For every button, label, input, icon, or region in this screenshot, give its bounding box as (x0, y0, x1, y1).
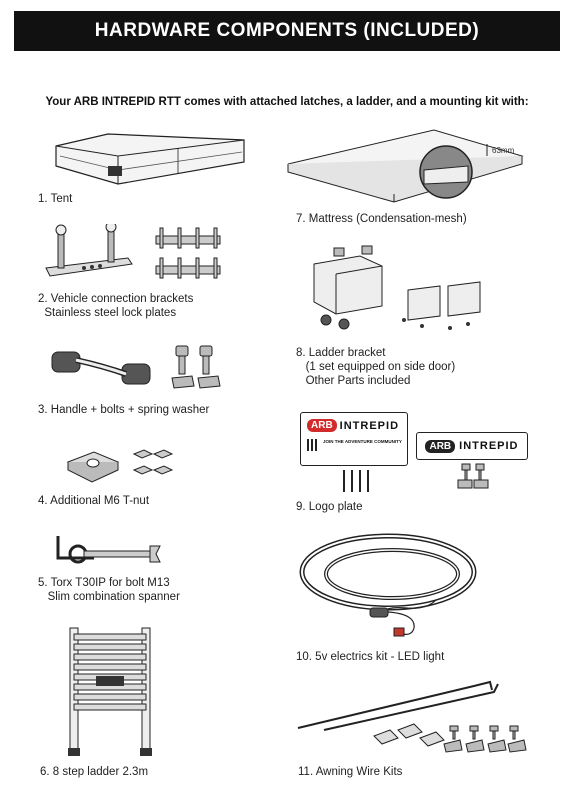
tagline: JOIN THE ADVENTURE COMMUNITY (323, 439, 402, 444)
mattress-dimension: 63mm (492, 146, 515, 155)
page-header: HARDWARE COMPONENTS (INCLUDED) (14, 11, 560, 51)
ladder-illustration (60, 624, 160, 760)
intro-text: Your ARB INTREPID RTT comes with attache… (45, 96, 529, 108)
caption-3: 3. Handle + bolts + spring washer (38, 404, 210, 416)
caption-7: 7. Mattress (Condensation-mesh) (296, 213, 467, 225)
tnut-illustration (64, 440, 184, 486)
page-title: HARDWARE COMPONENTS (INCLUDED) (94, 20, 480, 41)
caption-11: 11. Awning Wire Kits (298, 766, 403, 778)
caption-8: 8. Ladder bracket (1 set equipped on sid… (296, 347, 456, 387)
caption-1: 1. Tent (38, 193, 73, 205)
caption-5: 5. Torx T30IP for bolt M13 Slim combinat… (38, 577, 180, 603)
logo-plate-small: ARB INTREPID (416, 432, 528, 460)
caption-10: 10. 5v electrics kit - LED light (296, 651, 445, 663)
caption-4: 4. Additional M6 T-nut (38, 495, 150, 507)
bracket-illustration (38, 224, 238, 290)
caption-2: 2. Vehicle connection brackets Stainless… (38, 293, 194, 319)
caption-9: 9. Logo plate (296, 501, 363, 513)
tools-illustration (54, 532, 166, 572)
logo-plate-large: ARB INTREPID JOIN THE ADVENTURE COMMUNIT… (300, 412, 408, 466)
mattress-illustration: 63mm (284, 126, 534, 206)
handle-illustration (48, 342, 238, 398)
led-kit-illustration (296, 530, 486, 646)
qr-icon (307, 439, 319, 451)
tent-illustration (48, 126, 248, 192)
ladder-bracket-illustration (300, 244, 500, 334)
arb-logo: ARB (307, 419, 337, 432)
awning-wire-illustration (294, 672, 534, 760)
caption-6: 6. 8 step ladder 2.3m (40, 766, 149, 778)
intrepid-logo: INTREPID (339, 419, 400, 432)
